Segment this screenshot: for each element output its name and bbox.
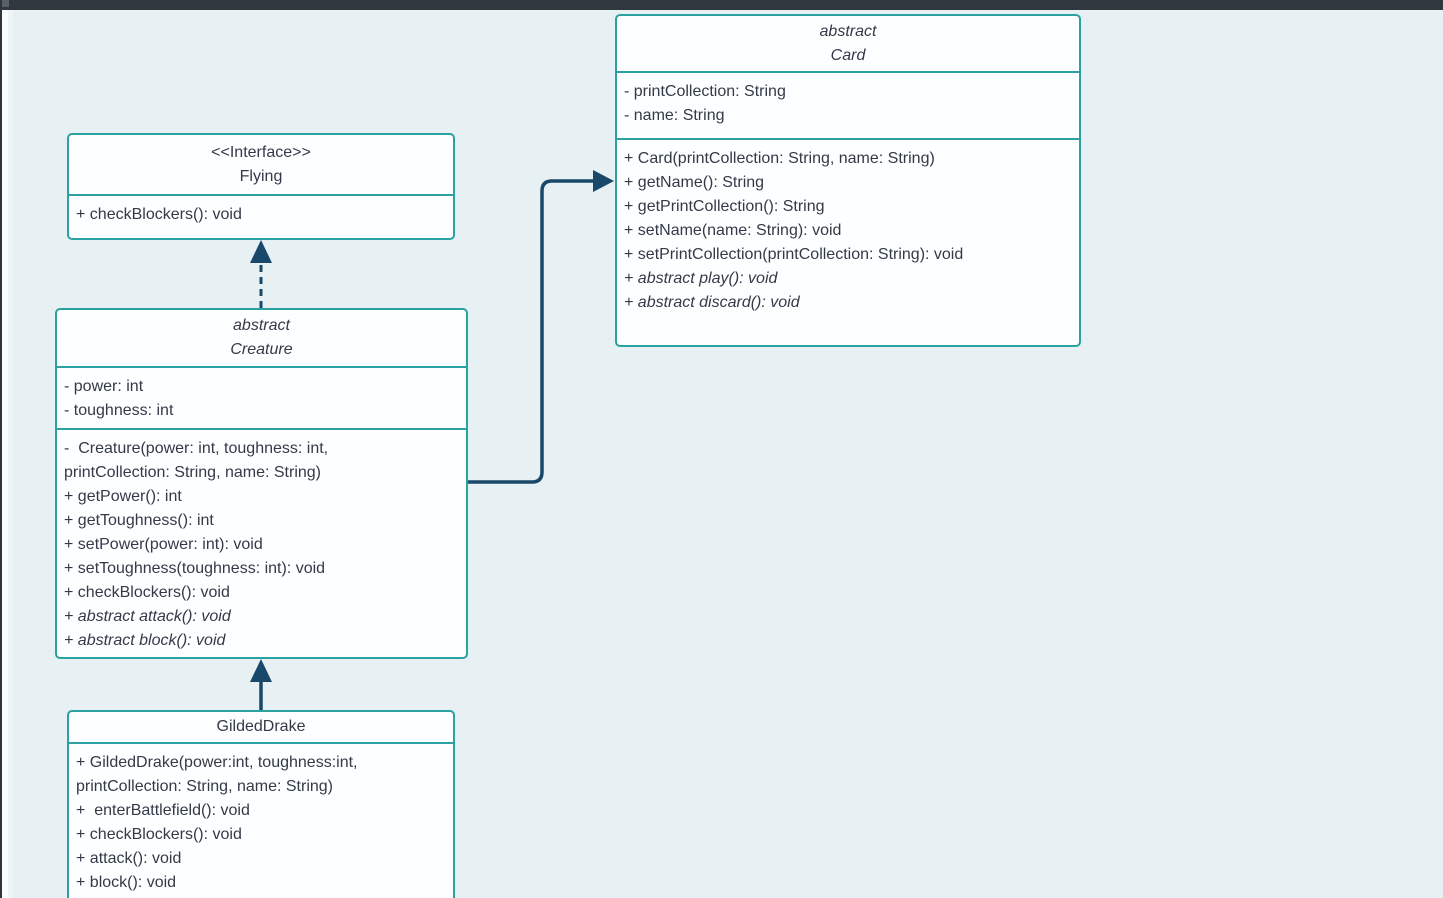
class-header-card: abstract Card <box>617 16 1079 73</box>
method-line: + setName(name: String): void <box>624 222 842 239</box>
class-box-gildeddrake[interactable]: GildedDrake + GildedDrake(power:int, tou… <box>67 710 455 898</box>
method-line: - Creature(power: int, toughness: int, <box>64 440 329 457</box>
class-stereotype: abstract <box>819 22 877 40</box>
class-header-creature: abstract Creature <box>57 310 466 368</box>
method-line: + abstract block(): void <box>64 632 226 649</box>
class-methods-card: + Card(printCollection: String, name: St… <box>617 140 1079 315</box>
method-line: + abstract play(): void <box>624 270 778 287</box>
interface-stereotype: <<Interface>> <box>211 143 311 161</box>
left-white-strip <box>2 10 8 898</box>
method-line: + checkBlockers(): void <box>76 206 242 223</box>
class-box-creature[interactable]: abstract Creature - power: int - toughnes… <box>55 308 468 659</box>
method-line: printCollection: String, name: String) <box>76 778 333 795</box>
method-line: + getName(): String <box>624 174 765 191</box>
method-line: + setPower(power: int): void <box>64 536 263 553</box>
top-bar-notch <box>0 0 9 7</box>
method-line: + getPrintCollection(): String <box>624 198 825 215</box>
class-stereotype: abstract <box>233 317 290 334</box>
class-methods-creature: - Creature(power: int, toughness: int, pr… <box>57 430 466 653</box>
method-line: + enterBattlefield(): void <box>76 802 250 819</box>
left-window-edge <box>0 0 2 898</box>
interface-header-flying: <<Interface>> Flying <box>69 135 453 196</box>
method-line: + setPrintCollection(printCollection: St… <box>624 246 964 263</box>
method-line: + abstract attack(): void <box>64 608 231 625</box>
attribute-line: - printCollection: String <box>624 83 786 100</box>
method-line: + attack(): void <box>76 850 182 867</box>
method-line: + getPower(): int <box>64 488 182 505</box>
class-box-card[interactable]: abstract Card - printCollection: String-… <box>615 14 1081 347</box>
class-name: Creature <box>230 341 293 358</box>
inheritance-arrow-gildeddrake-to-creature[interactable] <box>250 659 272 710</box>
method-line: + checkBlockers(): void <box>64 584 230 601</box>
method-line: + checkBlockers(): void <box>76 826 242 843</box>
method-line: + abstract discard(): void <box>624 294 800 311</box>
interface-name: Flying <box>239 167 283 185</box>
realization-arrow-creature-to-flying[interactable] <box>250 240 272 308</box>
method-line: + block(): void <box>76 874 177 891</box>
inheritance-arrow-creature-to-card[interactable] <box>468 170 614 484</box>
class-name: GildedDrake <box>216 718 306 735</box>
method-line: + getToughness(): int <box>64 512 214 529</box>
class-attributes-card: - printCollection: String - name: String <box>617 73 1079 140</box>
top-bar <box>0 0 1443 10</box>
attribute-line: - power: int <box>64 378 144 395</box>
interface-methods-flying: + checkBlockers(): void <box>69 196 453 227</box>
class-attributes-creature: - power: int - toughness: int <box>57 368 466 430</box>
class-methods-gildeddrake: + GildedDrake(power:int, toughness:int, p… <box>69 744 453 895</box>
class-header-gildeddrake: GildedDrake <box>69 712 453 744</box>
interface-box-flying[interactable]: <<Interface>> Flying + checkBlockers(): … <box>67 133 455 240</box>
class-name: Card <box>830 46 866 64</box>
attribute-line: - name: String <box>624 107 725 124</box>
method-line: printCollection: String, name: String) <box>64 464 321 481</box>
attribute-line: - toughness: int <box>64 402 174 419</box>
method-line: + GildedDrake(power:int, toughness:int, <box>76 754 358 771</box>
method-line: + Card(printCollection: String, name: St… <box>624 150 935 167</box>
method-line: + setToughness(toughness: int): void <box>64 560 326 577</box>
left-light-strip <box>8 10 13 898</box>
